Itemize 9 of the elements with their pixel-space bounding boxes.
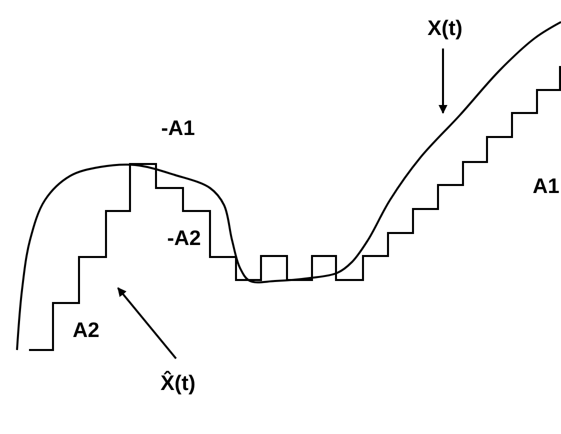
amplitude-label: -A2 xyxy=(167,228,201,248)
signal-curve xyxy=(16,21,561,350)
leader-arrow xyxy=(438,48,448,114)
signal-label: X̂(t) xyxy=(160,372,196,394)
signal-label: X(t) xyxy=(428,18,462,38)
amplitude-label: A2 xyxy=(72,320,100,340)
amplitude-label: A1 xyxy=(532,176,560,196)
leader-arrow xyxy=(117,287,177,360)
amplitude-label: -A1 xyxy=(161,118,195,138)
